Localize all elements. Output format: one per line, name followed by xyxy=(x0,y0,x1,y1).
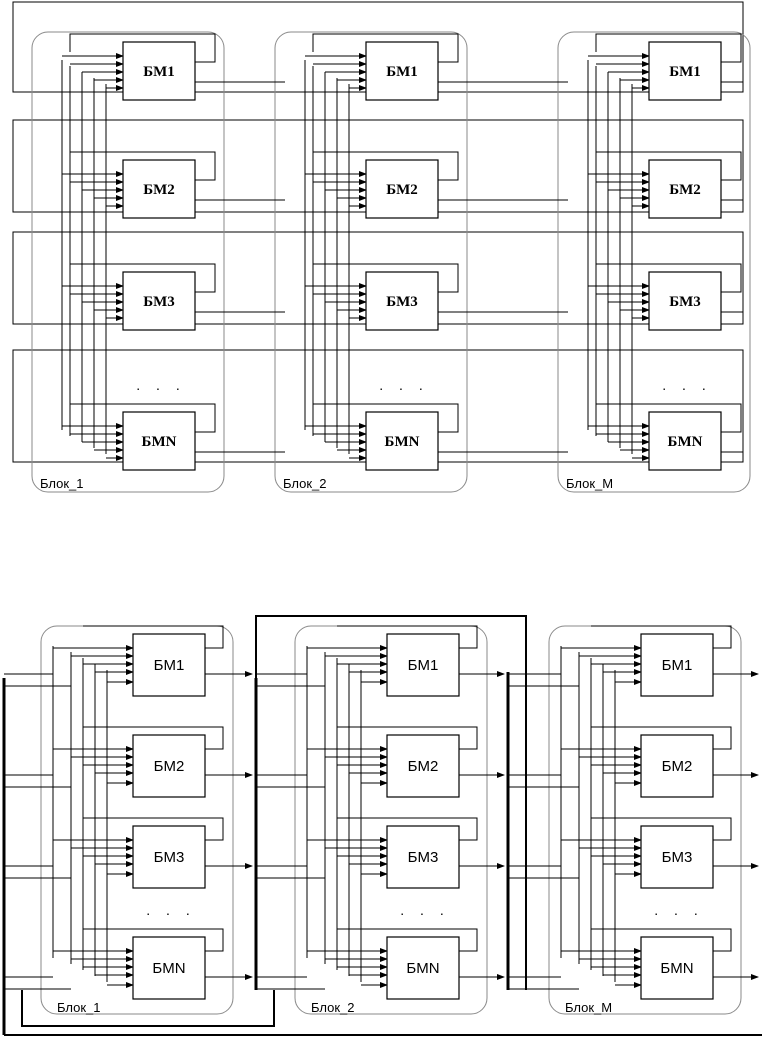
bm-module-label: БМ2 xyxy=(669,182,701,198)
bm-module-label: БМN xyxy=(668,434,703,450)
bm-module-label: БМ1 xyxy=(154,657,185,674)
bm-module-label: БМ3 xyxy=(143,294,175,310)
bm-module-label: БМN xyxy=(152,960,185,977)
bm-module-label: БМ2 xyxy=(154,758,185,775)
bm-module-label: БМ1 xyxy=(669,64,701,80)
ellipsis-dots: . . . xyxy=(400,902,449,918)
block-label: Блок_M xyxy=(565,1000,612,1015)
block-label: Блок_2 xyxy=(283,476,327,491)
block-label: Блок_M xyxy=(566,476,613,491)
bm-module-label: БМ3 xyxy=(669,294,701,310)
bm-module-label: БМ2 xyxy=(408,758,439,775)
block-label: Блок_1 xyxy=(40,476,84,491)
ellipsis-dots: . . . xyxy=(146,902,195,918)
bm-module-label: БМN xyxy=(406,960,439,977)
bm-module-label: БМ2 xyxy=(143,182,175,198)
ellipsis-dots: . . . xyxy=(654,902,703,918)
bm-module-label: БМ3 xyxy=(154,849,185,866)
ellipsis-dots: . . . xyxy=(662,377,711,393)
bm-module-label: БМ1 xyxy=(386,64,418,80)
bm-module-label: БМ3 xyxy=(386,294,418,310)
ellipsis-dots: . . . xyxy=(379,377,428,393)
bm-module-label: БМ1 xyxy=(143,64,175,80)
bm-module-label: БМN xyxy=(660,960,693,977)
bm-module-label: БМN xyxy=(385,434,420,450)
bm-module-label: БМ3 xyxy=(408,849,439,866)
block-label: Блок_2 xyxy=(311,1000,355,1015)
block-label: Блок_1 xyxy=(57,1000,101,1015)
bm-module-label: БМ1 xyxy=(662,657,693,674)
bm-module-label: БМ2 xyxy=(662,758,693,775)
bm-module-label: БМ1 xyxy=(408,657,439,674)
bm-module-label: БМ2 xyxy=(386,182,418,198)
bm-module-label: БМ3 xyxy=(662,849,693,866)
ellipsis-dots: . . . xyxy=(136,377,185,393)
bm-module-label: БМN xyxy=(142,434,177,450)
